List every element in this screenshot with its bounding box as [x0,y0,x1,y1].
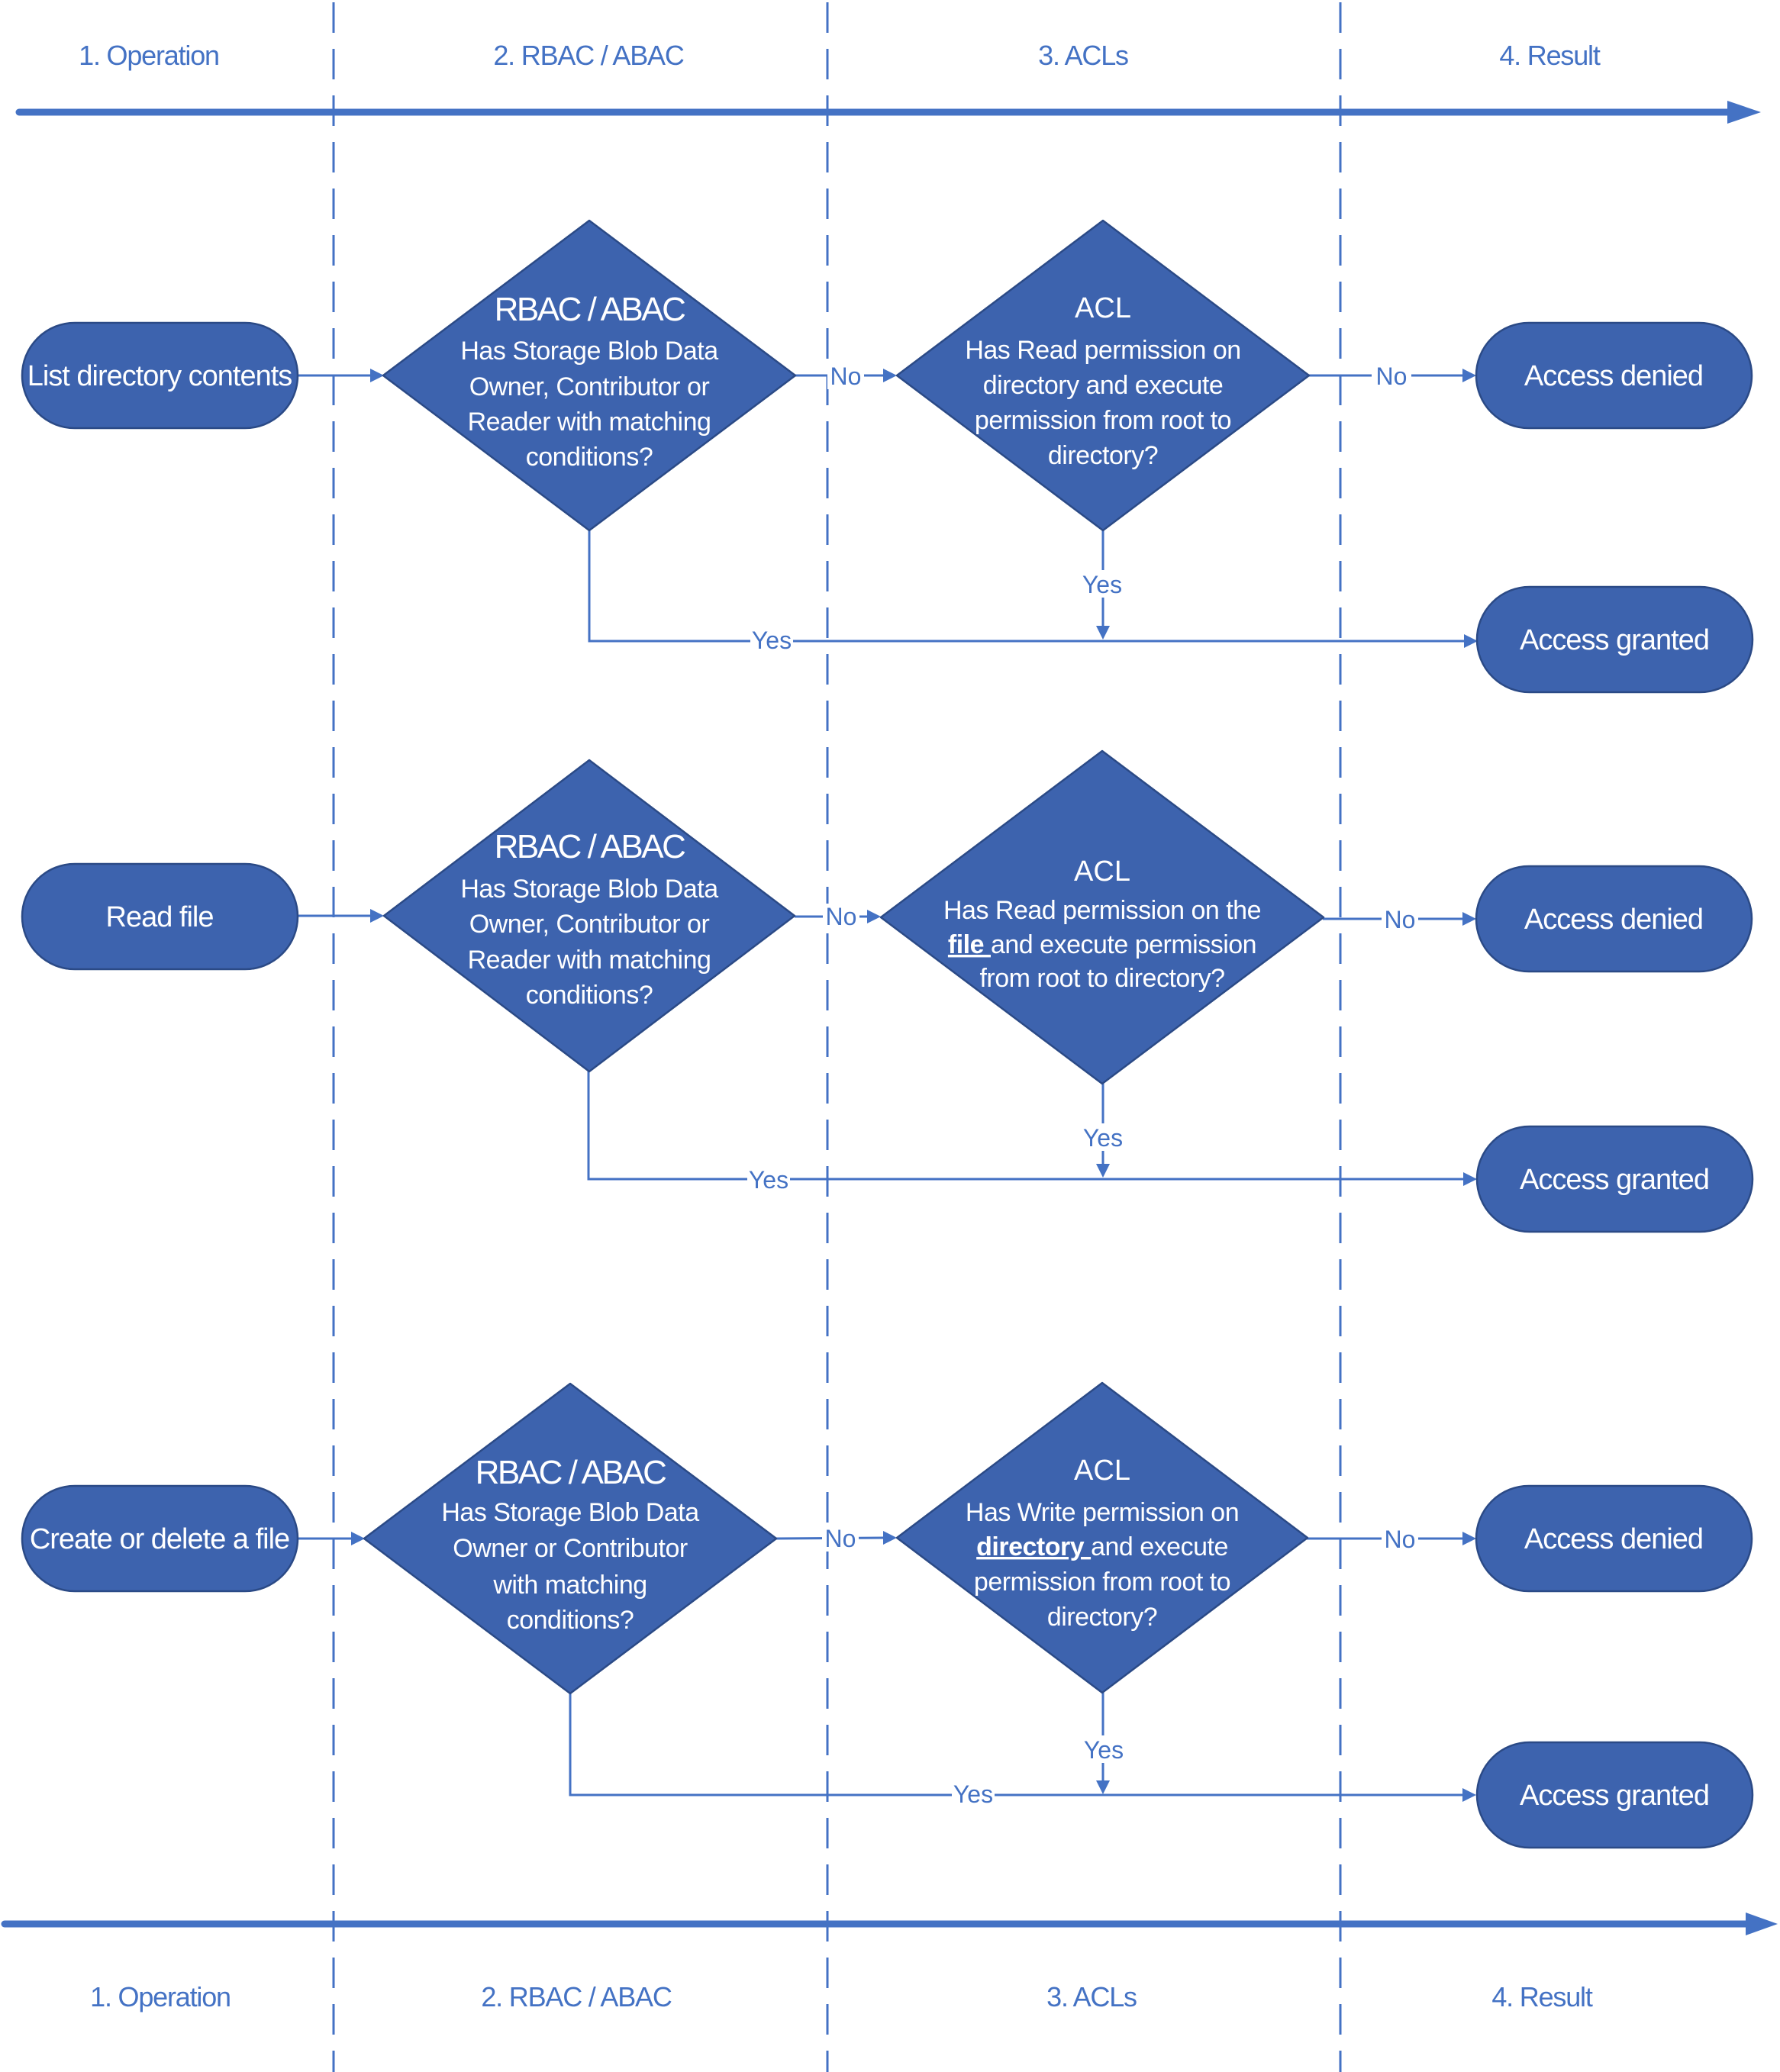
svg-text:Owner or Contributor: Owner or Contributor [453,1534,688,1563]
svg-text:directory and execute: directory and execute [983,371,1224,400]
svg-text:Access denied: Access denied [1524,1523,1703,1555]
svg-text:Has Write permission on: Has Write permission on [966,1498,1239,1527]
svg-text:Access denied: Access denied [1524,360,1703,392]
svg-text:No: No [830,363,862,390]
svg-text:Owner, Contributor or: Owner, Contributor or [469,910,710,939]
svg-text:Has Read permission on the: Has Read permission on the [943,896,1261,925]
svg-text:directory and execute: directory and execute [976,1532,1228,1561]
svg-text:Has Storage Blob Data: Has Storage Blob Data [460,337,718,366]
svg-text:conditions?: conditions? [507,1606,634,1635]
svg-text:Yes: Yes [1083,1124,1123,1152]
svg-text:RBAC / ABAC: RBAC / ABAC [495,291,686,328]
svg-text:ACL: ACL [1074,1455,1130,1487]
svg-text:Yes: Yes [752,627,792,654]
svg-text:RBAC / ABAC: RBAC / ABAC [495,828,686,865]
svg-text:conditions?: conditions? [526,443,653,472]
svg-text:4. Result: 4. Result [1499,40,1600,71]
svg-text:Create or delete a file: Create or delete a file [30,1523,289,1555]
svg-text:1. Operation: 1. Operation [79,40,219,71]
svg-text:Has Read permission on: Has Read permission on [965,336,1240,365]
svg-text:2. RBAC / ABAC: 2. RBAC / ABAC [481,1981,671,2012]
svg-text:No: No [1385,1526,1416,1553]
svg-text:No: No [826,903,857,930]
svg-text:permission from root to: permission from root to [974,1568,1230,1597]
svg-text:3. ACLs: 3. ACLs [1046,1981,1137,2012]
svg-text:Yes: Yes [1084,1736,1124,1764]
svg-text:Yes: Yes [749,1166,788,1194]
svg-text:No: No [825,1525,856,1552]
svg-text:ACL: ACL [1075,292,1131,324]
svg-text:Yes: Yes [1082,571,1122,598]
svg-text:No: No [1385,906,1416,933]
svg-text:from root to directory?: from root to directory? [979,964,1224,993]
svg-text:with matching: with matching [492,1571,647,1600]
svg-text:Access granted: Access granted [1520,1780,1709,1812]
svg-text:Yes: Yes [953,1780,993,1808]
svg-text:directory?: directory? [1048,441,1158,470]
svg-text:permission from root to: permission from root to [975,406,1231,435]
svg-text:Reader with matching: Reader with matching [468,408,711,437]
svg-text:conditions?: conditions? [526,981,653,1010]
svg-text:4. Result: 4. Result [1491,1981,1592,2012]
svg-text:Access granted: Access granted [1520,624,1709,656]
svg-text:Has Storage Blob Data: Has Storage Blob Data [441,1498,699,1527]
svg-text:1. Operation: 1. Operation [90,1981,231,2012]
svg-text:Access granted: Access granted [1520,1164,1709,1196]
svg-text:List directory contents: List directory contents [27,360,292,392]
svg-text:Has Storage Blob Data: Has Storage Blob Data [460,875,718,904]
svg-text:No: No [1376,363,1408,390]
svg-text:Read file: Read file [106,901,214,933]
svg-text:Access denied: Access denied [1524,904,1703,936]
svg-text:Owner, Contributor or: Owner, Contributor or [469,372,710,401]
svg-text:2. RBAC / ABAC: 2. RBAC / ABAC [493,40,683,71]
svg-text:3. ACLs: 3. ACLs [1038,40,1128,71]
svg-text:RBAC / ABAC: RBAC / ABAC [476,1454,667,1491]
svg-text:directory?: directory? [1047,1603,1157,1632]
svg-text:file and execute permission: file and execute permission [948,930,1256,959]
svg-text:Reader with matching: Reader with matching [468,946,711,975]
svg-text:ACL: ACL [1074,856,1130,888]
